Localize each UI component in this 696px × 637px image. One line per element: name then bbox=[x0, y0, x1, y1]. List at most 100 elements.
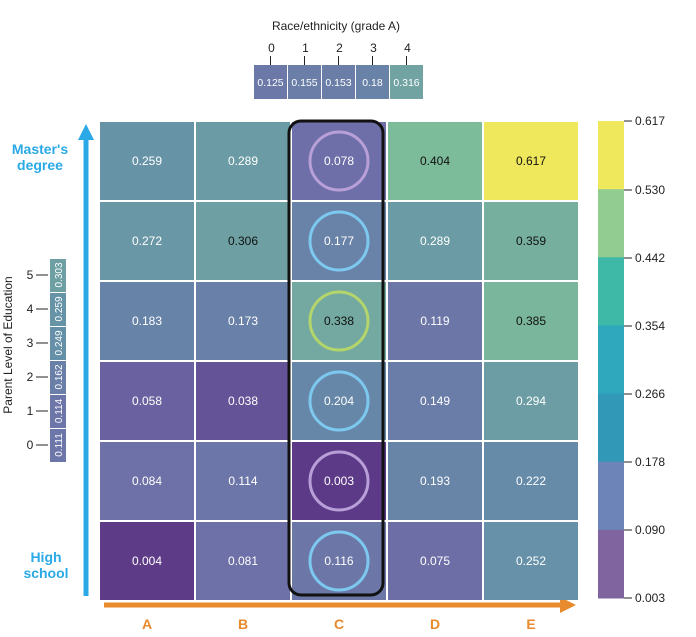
race-tick-label: 4 bbox=[404, 41, 411, 55]
colorbar-tick-label: 0.090 bbox=[635, 523, 665, 537]
colorbar-band bbox=[598, 325, 624, 395]
education-tick-label: 3 bbox=[27, 336, 34, 350]
education-cell bbox=[50, 259, 66, 292]
heatmap-grid bbox=[100, 122, 578, 600]
highlight-column-frame bbox=[287, 119, 385, 597]
education-tick-label: 4 bbox=[27, 302, 34, 316]
heatmap-value-label: 0.004 bbox=[132, 554, 162, 568]
heatmap-cell bbox=[484, 442, 578, 520]
heatmap-value-label: 0.183 bbox=[132, 314, 162, 328]
race-value-label: 0.316 bbox=[393, 77, 419, 89]
colorbar-tick-label: 0.178 bbox=[635, 455, 665, 469]
heatmap-value-label: 0.081 bbox=[228, 554, 258, 568]
race-tick-label: 2 bbox=[336, 41, 343, 55]
race-tick-label: 0 bbox=[268, 41, 275, 55]
education-value-label: 0.303 bbox=[54, 262, 65, 287]
heatmap-cell bbox=[484, 122, 578, 200]
race-tick-label: 3 bbox=[370, 41, 377, 55]
colorbar-tick-label: 0.442 bbox=[635, 251, 665, 265]
education-value-label: 0.114 bbox=[54, 398, 65, 423]
heatmap-cell bbox=[100, 442, 194, 520]
education-tick-label: 5 bbox=[27, 268, 34, 282]
race-cell bbox=[322, 65, 355, 99]
heatmap-value-label: 0.359 bbox=[516, 234, 546, 248]
colorbar-band bbox=[598, 121, 624, 190]
race-cell bbox=[390, 65, 423, 99]
heatmap-value-label: 0.078 bbox=[324, 154, 354, 168]
heatmap-cell bbox=[196, 122, 290, 200]
heatmap-value-label: 0.338 bbox=[324, 314, 354, 328]
heatmap-value-label: 0.038 bbox=[228, 394, 258, 408]
heatmap-value-label: 0.075 bbox=[420, 554, 450, 568]
education-cell bbox=[50, 429, 66, 462]
education-panel-title: Parent Level of Education bbox=[1, 276, 15, 413]
heatmap-value-label: 0.404 bbox=[420, 154, 450, 168]
heatmap-cell bbox=[100, 362, 194, 440]
colorbar-band bbox=[598, 461, 624, 531]
education-value-label: 0.249 bbox=[54, 330, 65, 355]
education-tick-label: 2 bbox=[27, 370, 34, 384]
heatmap-cell bbox=[292, 442, 386, 520]
heatmap-cell bbox=[484, 362, 578, 440]
education-value-label: 0.111 bbox=[54, 433, 65, 457]
x-axis-arrowhead bbox=[560, 597, 576, 613]
heatmap-value-label: 0.306 bbox=[228, 234, 258, 248]
heatmap-cell bbox=[388, 202, 482, 280]
heatmap-cell bbox=[100, 522, 194, 600]
heatmap-value-label: 0.173 bbox=[228, 314, 258, 328]
heatmap-value-label: 0.204 bbox=[324, 394, 354, 408]
race-value-label: 0.153 bbox=[325, 77, 351, 89]
heatmap-cell bbox=[292, 362, 386, 440]
x-tick-label: E bbox=[526, 616, 535, 632]
colorbar-band bbox=[598, 529, 624, 599]
heatmap-value-label: 0.193 bbox=[420, 474, 450, 488]
heatmap-value-label: 0.119 bbox=[420, 314, 449, 328]
heatmap-value-label: 0.058 bbox=[132, 394, 162, 408]
highlight-circle bbox=[308, 130, 370, 192]
heatmap-cell bbox=[196, 362, 290, 440]
colorbar-band bbox=[598, 393, 624, 463]
education-cell bbox=[50, 327, 66, 360]
education-cell bbox=[50, 361, 66, 394]
heatmap-cell bbox=[292, 202, 386, 280]
heatmap-value-label: 0.385 bbox=[516, 314, 546, 328]
colorbar-tick-label: 0.530 bbox=[635, 183, 665, 197]
heatmap-value-label: 0.259 bbox=[132, 154, 162, 168]
heatmap-cell bbox=[196, 442, 290, 520]
heatmap-value-label: 0.252 bbox=[516, 554, 546, 568]
highlight-circle bbox=[308, 290, 370, 352]
heatmap-cell bbox=[388, 522, 482, 600]
race-tick-label: 1 bbox=[302, 41, 309, 55]
heatmap-cell bbox=[484, 282, 578, 360]
colorbar-band bbox=[598, 189, 624, 258]
race-panel-title: Race/ethnicity (grade A) bbox=[272, 19, 400, 33]
colorbar-tick-label: 0.266 bbox=[635, 387, 665, 401]
race-panel-ticks: 0 1 2 3 4 bbox=[268, 41, 411, 65]
heatmap-value-label: 0.289 bbox=[420, 234, 450, 248]
y-axis-arrowhead bbox=[78, 124, 94, 140]
education-cell bbox=[50, 293, 66, 326]
heatmap-cell bbox=[196, 202, 290, 280]
x-tick-label: C bbox=[334, 616, 344, 632]
heatmap-value-label: 0.177 bbox=[324, 234, 354, 248]
colorbar-tick-label: 0.354 bbox=[635, 319, 665, 333]
heatmap-value-label: 0.617 bbox=[516, 154, 546, 168]
colorbar-tick-label: 0.617 bbox=[635, 114, 665, 128]
x-tick-label: A bbox=[142, 616, 152, 632]
highlight-circles bbox=[308, 130, 370, 592]
heatmap-value-label: 0.084 bbox=[132, 474, 162, 488]
education-tick-label: 0 bbox=[27, 438, 34, 452]
heatmap-cell bbox=[196, 282, 290, 360]
y-top-label-line2: degree bbox=[17, 157, 63, 173]
highlight-circle bbox=[308, 370, 370, 432]
heatmap-cell bbox=[388, 122, 482, 200]
education-value-label: 0.162 bbox=[54, 364, 65, 389]
